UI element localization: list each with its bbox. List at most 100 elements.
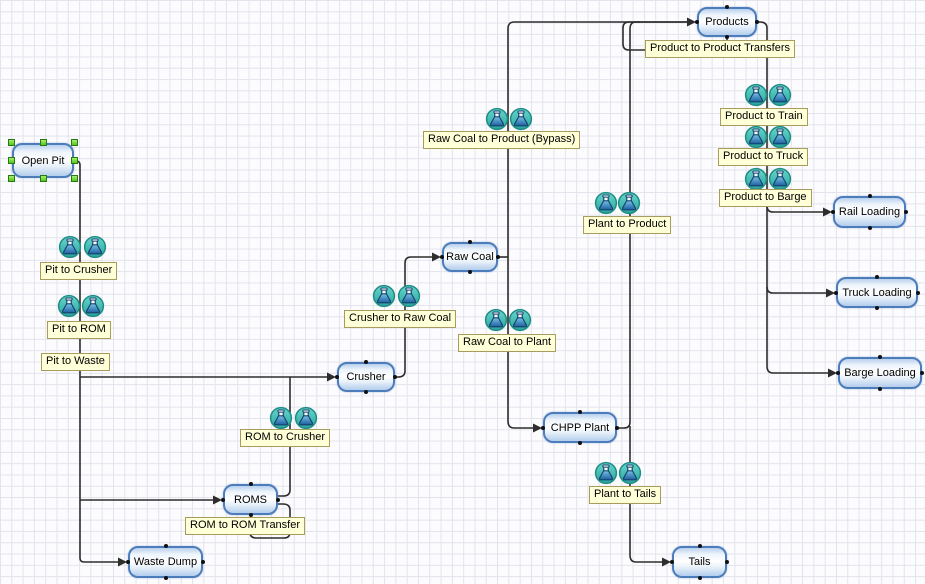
- flask-icon[interactable]: [83, 235, 107, 259]
- flask-icon[interactable]: [618, 461, 642, 485]
- flask-icon[interactable]: [768, 125, 792, 149]
- flask-icon[interactable]: [744, 83, 768, 107]
- flask-icon[interactable]: [397, 284, 421, 308]
- flask-icon[interactable]: [744, 167, 768, 191]
- node-products[interactable]: Products: [697, 7, 757, 37]
- flask-icon[interactable]: [617, 191, 641, 215]
- flask-icon[interactable]: [594, 191, 618, 215]
- node-open-pit[interactable]: Open Pit: [12, 143, 74, 178]
- flask-icon[interactable]: [58, 235, 82, 259]
- transfer-label-plant-to-product[interactable]: Plant to Product: [583, 216, 672, 234]
- connection-port[interactable]: [878, 387, 882, 391]
- connection-port[interactable]: [878, 355, 882, 359]
- connection-port[interactable]: [695, 20, 699, 24]
- connector-chpp-down-line[interactable]: [629, 426, 662, 563]
- transfer-label-raw-coal-to-plant[interactable]: Raw Coal to Plant: [458, 334, 557, 352]
- transfer-label-product-to-truck[interactable]: Product to Truck: [718, 148, 809, 166]
- connection-port[interactable]: [916, 290, 920, 295]
- connection-port[interactable]: [725, 5, 729, 9]
- node-raw-coal[interactable]: Raw Coal: [442, 242, 498, 272]
- connection-port[interactable]: [904, 210, 908, 214]
- node-chpp-plant[interactable]: CHPP Plant: [543, 412, 617, 443]
- connection-port[interactable]: [867, 226, 872, 230]
- connection-port[interactable]: [755, 20, 759, 24]
- connection-port[interactable]: [541, 425, 545, 430]
- flask-icon[interactable]: [57, 294, 81, 318]
- connection-port[interactable]: [163, 576, 168, 580]
- selection-handle[interactable]: [71, 157, 78, 164]
- connection-port[interactable]: [248, 482, 253, 486]
- connection-port[interactable]: [615, 425, 619, 430]
- connector-roms-self-loop[interactable]: [249, 503, 291, 539]
- node-tails[interactable]: Tails: [672, 546, 727, 578]
- flask-icon[interactable]: [81, 294, 105, 318]
- connector-bypass-up-line[interactable]: [507, 21, 687, 257]
- connection-port[interactable]: [670, 560, 674, 564]
- flask-icon[interactable]: [744, 125, 768, 149]
- flask-icon[interactable]: [768, 167, 792, 191]
- connection-port[interactable]: [836, 371, 840, 375]
- connector-branch-truck[interactable]: [766, 286, 826, 294]
- transfer-label-pit-to-waste[interactable]: Pit to Waste: [41, 353, 110, 371]
- connection-port[interactable]: [578, 441, 582, 445]
- connection-port[interactable]: [364, 390, 368, 394]
- node-waste-dump[interactable]: Waste Dump: [128, 546, 203, 578]
- node-rail-loading[interactable]: Rail Loading: [833, 196, 906, 228]
- selection-handle[interactable]: [39, 175, 47, 182]
- connection-port[interactable]: [697, 544, 702, 548]
- flask-icon[interactable]: [508, 308, 532, 332]
- node-barge-loading[interactable]: Barge Loading: [838, 357, 922, 389]
- connection-port[interactable]: [697, 576, 702, 580]
- node-truck-loading[interactable]: Truck Loading: [836, 277, 918, 308]
- transfer-label-crusher-to-raw-coal[interactable]: Crusher to Raw Coal: [344, 310, 457, 328]
- transfer-label-rom-to-rom-transfer[interactable]: ROM to ROM Transfer: [185, 517, 306, 535]
- connection-port[interactable]: [440, 255, 444, 259]
- transfer-label-product-to-barge[interactable]: Product to Barge: [719, 189, 812, 207]
- connection-port[interactable]: [221, 497, 225, 502]
- connection-port[interactable]: [725, 560, 729, 564]
- flask-icon[interactable]: [269, 406, 293, 430]
- selection-handle[interactable]: [39, 139, 47, 146]
- connection-port[interactable]: [201, 560, 205, 564]
- connection-port[interactable]: [163, 544, 168, 548]
- connection-port[interactable]: [393, 375, 397, 379]
- connection-port[interactable]: [875, 306, 879, 310]
- transfer-label-product-to-train[interactable]: Product to Train: [720, 108, 808, 126]
- connection-port[interactable]: [920, 371, 924, 375]
- node-crusher[interactable]: Crusher: [337, 362, 395, 392]
- node-roms[interactable]: ROMS: [223, 484, 278, 515]
- connection-port[interactable]: [468, 270, 472, 274]
- flask-icon[interactable]: [594, 461, 618, 485]
- connection-port[interactable]: [834, 290, 838, 295]
- connection-port[interactable]: [276, 497, 280, 502]
- flask-icon[interactable]: [768, 83, 792, 107]
- selection-handle[interactable]: [71, 175, 78, 182]
- connector-roms-up-line[interactable]: [278, 377, 291, 497]
- transfer-label-raw-coal-to-product[interactable]: Raw Coal to Product (Bypass): [423, 131, 581, 149]
- connection-port[interactable]: [248, 513, 253, 517]
- connector-raw-coal-down-line[interactable]: [507, 257, 533, 429]
- flask-icon[interactable]: [485, 107, 509, 131]
- transfer-label-product-to-product[interactable]: Product to Product Transfers: [645, 40, 796, 58]
- selection-handle[interactable]: [71, 139, 78, 146]
- flask-icon[interactable]: [294, 406, 318, 430]
- connection-port[interactable]: [725, 35, 729, 39]
- transfer-label-pit-to-rom[interactable]: Pit to ROM: [47, 321, 111, 339]
- flask-icon[interactable]: [484, 308, 508, 332]
- connector-branch-rail[interactable]: [766, 205, 823, 213]
- transfer-label-pit-to-crusher[interactable]: Pit to Crusher: [40, 262, 118, 280]
- connection-port[interactable]: [831, 210, 835, 214]
- flask-icon[interactable]: [509, 107, 533, 131]
- connection-port[interactable]: [364, 360, 368, 364]
- connection-port[interactable]: [126, 560, 130, 564]
- transfer-label-plant-to-tails[interactable]: Plant to Tails: [589, 486, 662, 504]
- connection-port[interactable]: [875, 275, 879, 279]
- selection-handle[interactable]: [8, 139, 15, 146]
- selection-handle[interactable]: [8, 157, 15, 164]
- connection-port[interactable]: [335, 375, 339, 379]
- connection-port[interactable]: [578, 410, 582, 414]
- transfer-label-rom-to-crusher[interactable]: ROM to Crusher: [240, 429, 331, 447]
- connection-port[interactable]: [867, 194, 872, 198]
- selection-handle[interactable]: [8, 175, 15, 182]
